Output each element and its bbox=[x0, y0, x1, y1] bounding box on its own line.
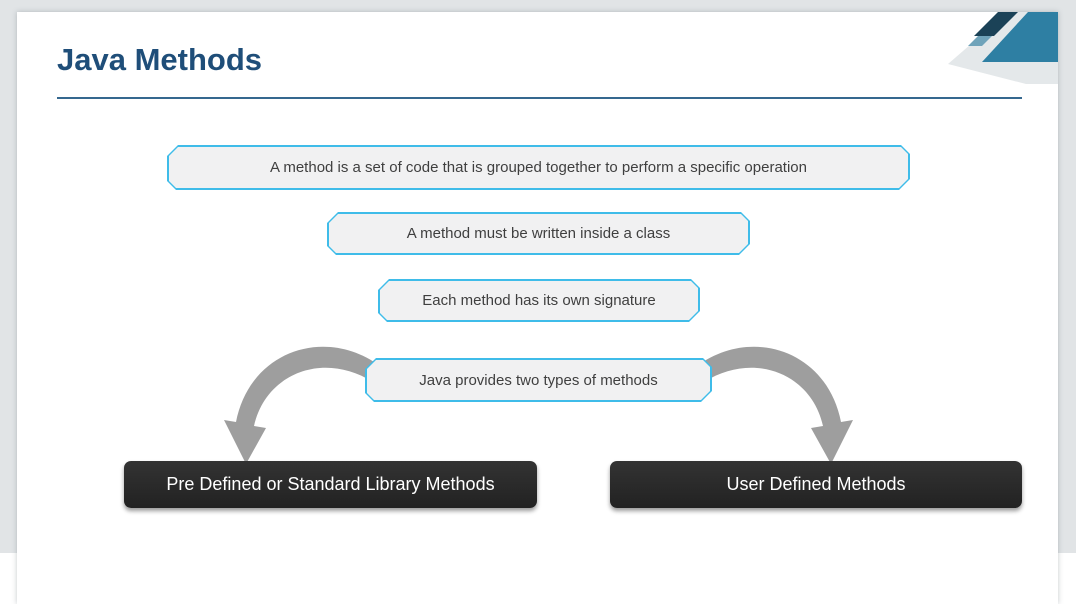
title-underline bbox=[57, 97, 1022, 99]
user-defined-methods-label: User Defined Methods bbox=[726, 474, 906, 494]
statement-text-1: A method is a set of code that is groupe… bbox=[270, 159, 807, 176]
predefined-methods-label: Pre Defined or Standard Library Methods bbox=[166, 474, 495, 494]
statement-box-1: A method is a set of code that is groupe… bbox=[167, 145, 910, 190]
user-defined-methods-box: User Defined Methods bbox=[610, 461, 1022, 508]
statement-box-4: Java provides two types of methods bbox=[365, 358, 712, 402]
curved-arrow-left-icon bbox=[224, 346, 380, 464]
slide-canvas: Java Methods A method is a set of code t… bbox=[17, 12, 1058, 604]
statement-box-3: Each method has its own signature bbox=[378, 279, 700, 322]
predefined-methods-box: Pre Defined or Standard Library Methods bbox=[124, 461, 537, 508]
statement-text-2: A method must be written inside a class bbox=[406, 225, 671, 242]
statement-box-2: A method must be written inside a class bbox=[327, 212, 750, 255]
statement-text-4: Java provides two types of methods bbox=[419, 371, 658, 389]
corner-decoration-icon bbox=[948, 12, 1058, 84]
statement-text-3: Each method has its own signature bbox=[422, 292, 656, 309]
slide-title: Java Methods bbox=[57, 42, 263, 77]
curved-arrow-right-icon bbox=[697, 346, 853, 464]
